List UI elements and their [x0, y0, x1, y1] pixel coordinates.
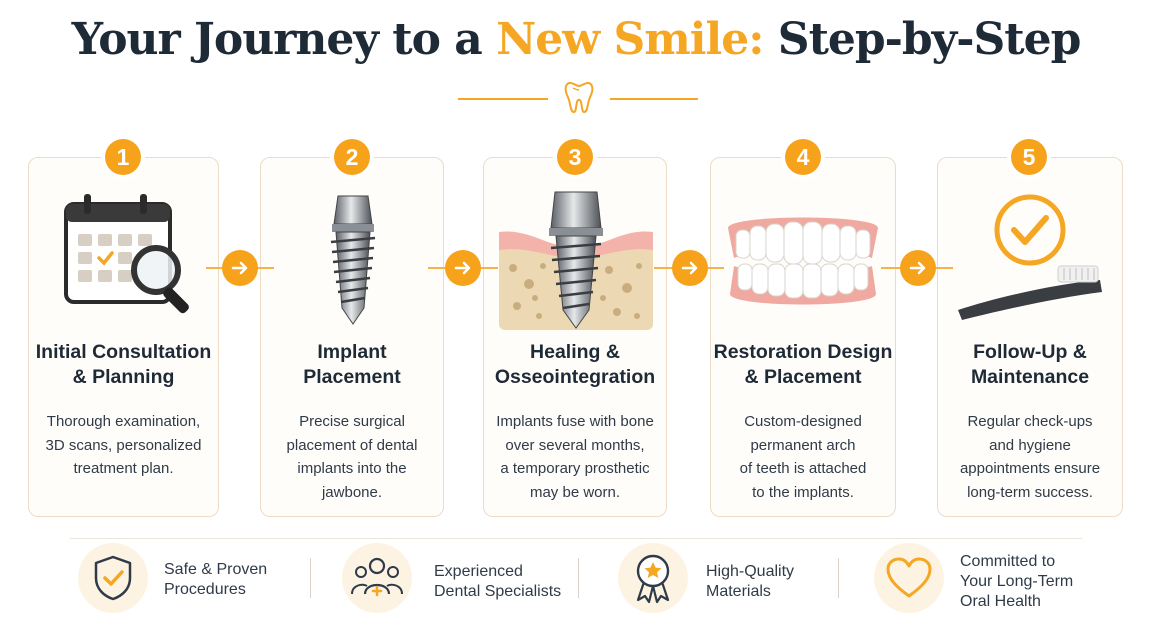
feature-line: Committed to: [960, 553, 1056, 570]
heart-icon: [874, 543, 944, 613]
desc-line: placement of dental: [286, 436, 418, 454]
step-title-line: Placement: [303, 366, 401, 388]
step-description: Regular check-ups and hygiene appointmen…: [937, 410, 1123, 504]
feature-separator: [838, 558, 839, 598]
checkmark-toothbrush-icon: [958, 194, 1102, 320]
desc-line: 3D scans, personalized: [45, 436, 202, 454]
title-divider-left: [458, 98, 548, 100]
desc-line: over several months,: [505, 436, 645, 454]
step-number-badge: 3: [557, 139, 593, 175]
page-title: Your Journey to a New Smile: Step-by-Ste…: [0, 14, 1152, 65]
arrow-right-icon: [672, 250, 708, 286]
step-title: Follow-Up & Maintenance: [937, 340, 1123, 390]
step-title-line: Restoration Design: [713, 341, 893, 363]
step-title-line: Healing &: [530, 341, 620, 363]
desc-line: Precise surgical: [299, 413, 405, 430]
desc-line: and hygiene: [989, 436, 1071, 454]
feature-label: High-Quality Materials: [706, 562, 794, 602]
title-accent: New Smile:: [496, 14, 764, 65]
arrow-right-icon: [222, 250, 258, 286]
tooth-icon: [564, 81, 594, 114]
arrow-right-icon: [900, 250, 936, 286]
step-description: Custom-designed permanent arch of teeth …: [710, 410, 896, 504]
desc-line: appointments ensure: [959, 460, 1101, 477]
feature-line: Safe & Proven: [164, 561, 268, 578]
title-divider-right: [610, 98, 698, 100]
desc-line: a temporary prosthetic: [500, 460, 650, 477]
feature-line: High-Quality: [706, 563, 795, 580]
desc-line: Regular check-ups: [967, 413, 1093, 430]
desc-line: permanent arch: [750, 436, 856, 454]
desc-line: jawbone.: [321, 483, 383, 501]
feature-line: Experienced: [434, 563, 523, 580]
step-number-badge: 2: [334, 139, 370, 175]
step-title-line: Implant: [317, 341, 387, 363]
feature-line: Oral Health: [960, 593, 1041, 610]
desc-line: Custom-designed: [744, 413, 862, 430]
feature-separator: [578, 558, 579, 598]
implant-in-bone-icon: [499, 191, 653, 330]
step-description: Implants fuse with bone over several mon…: [483, 410, 667, 504]
shield-check-icon: [78, 543, 148, 613]
desc-line: to the implants.: [752, 483, 854, 501]
step-title-line: Follow-Up &: [973, 341, 1087, 363]
desc-line: implants into the: [297, 460, 407, 477]
title-part-2: Step-by-Step: [763, 14, 1082, 65]
feature-label: Safe & Proven Procedures: [164, 560, 267, 600]
denture-arch-icon: [728, 217, 878, 305]
feature-label: Experienced Dental Specialists: [434, 562, 561, 602]
title-part-1: Your Journey to a: [71, 14, 497, 65]
feature-line: Materials: [706, 583, 771, 600]
step-title-line: Initial Consultation: [35, 341, 212, 363]
features-divider: [70, 538, 1082, 539]
team-specialists-icon: [342, 543, 412, 613]
dental-implant-icon: [330, 195, 376, 325]
desc-line: treatment plan.: [73, 460, 174, 477]
step-title: Healing & Osseointegration: [483, 340, 667, 390]
step-card-4: [710, 157, 896, 517]
feature-line: Dental Specialists: [434, 583, 562, 600]
step-title-line: Maintenance: [970, 366, 1090, 388]
step-title: Initial Consultation & Planning: [28, 340, 219, 390]
step-description: Thorough examination, 3D scans, personal…: [28, 410, 219, 481]
feature-line: Your Long-Term: [960, 573, 1074, 590]
arrow-right-icon: [445, 250, 481, 286]
step-title-line: & Placement: [744, 366, 862, 388]
desc-line: long-term success.: [967, 483, 1093, 501]
step-title-line: Osseointegration: [494, 366, 656, 388]
step-card-5: [937, 157, 1123, 517]
step-title: Restoration Design & Placement: [710, 340, 896, 390]
desc-line: of teeth is attached: [739, 460, 867, 477]
calendar-magnifier-icon: [64, 194, 189, 314]
step-number-badge: 5: [1011, 139, 1047, 175]
award-ribbon-icon: [618, 543, 688, 613]
step-number-badge: 1: [105, 139, 141, 175]
desc-line: Implants fuse with bone: [496, 413, 654, 430]
desc-line: Thorough examination,: [46, 413, 201, 430]
step-title-line: & Planning: [72, 366, 175, 388]
feature-line: Procedures: [164, 581, 246, 598]
desc-line: may be worn.: [529, 483, 621, 501]
feature-label: Committed to Your Long-Term Oral Health: [960, 552, 1073, 612]
step-number-badge: 4: [785, 139, 821, 175]
step-description: Precise surgical placement of dental imp…: [260, 410, 444, 504]
feature-separator: [310, 558, 311, 598]
